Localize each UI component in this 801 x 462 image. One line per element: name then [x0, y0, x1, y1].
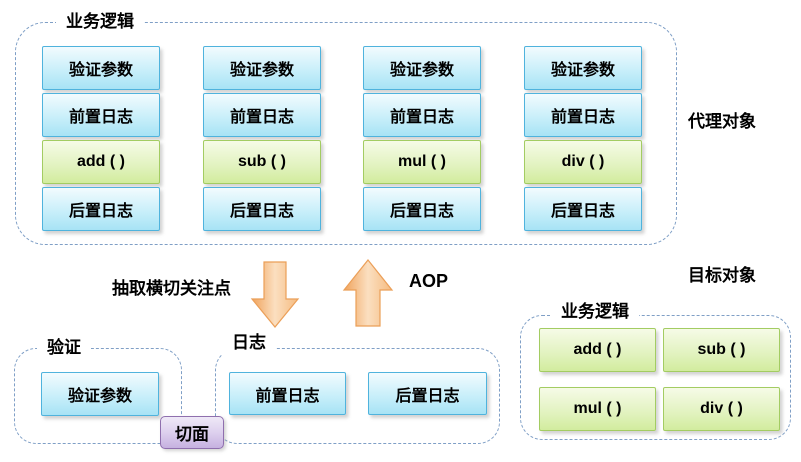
pre-log-box: 前置日志: [203, 93, 321, 137]
post-log-box: 后置日志: [524, 187, 642, 231]
method-mul-box: mul ( ): [539, 387, 656, 431]
proxy-container-label: 业务逻辑: [56, 10, 144, 34]
method-div-box: div ( ): [524, 140, 642, 184]
target-object-container: 业务逻辑 add ( ) sub ( ) mul ( ) div ( ): [520, 300, 791, 440]
logging-container-label: 日志: [222, 331, 276, 355]
proxy-side-label: 代理对象: [688, 112, 756, 131]
validate-params-box: 验证参数: [42, 46, 160, 90]
method-sub-box: sub ( ): [203, 140, 321, 184]
validation-container-label: 验证: [37, 336, 91, 360]
pre-log-box: 前置日志: [524, 93, 642, 137]
method-add-box: add ( ): [42, 140, 160, 184]
logging-container: 日志 前置日志 后置日志: [215, 331, 500, 444]
proxy-object-container: 业务逻辑 验证参数 前置日志 add ( ) 后置日志 验证参数 前置日志 su…: [15, 10, 677, 245]
proxy-column-mul: 验证参数 前置日志 mul ( ) 后置日志: [363, 46, 481, 231]
validate-params-box: 验证参数: [363, 46, 481, 90]
validate-params-box: 验证参数: [41, 372, 159, 416]
method-add-box: add ( ): [539, 328, 656, 372]
validate-params-box: 验证参数: [203, 46, 321, 90]
extract-crosscut-label: 抽取横切关注点: [112, 279, 231, 298]
post-log-box: 后置日志: [42, 187, 160, 231]
post-log-box: 后置日志: [363, 187, 481, 231]
aop-label: AOP: [409, 271, 449, 291]
validate-params-box: 验证参数: [524, 46, 642, 90]
aspect-badge: 切面: [160, 416, 224, 449]
proxy-column-sub: 验证参数 前置日志 sub ( ) 后置日志: [203, 46, 321, 231]
method-mul-box: mul ( ): [363, 140, 481, 184]
validation-container: 验证 验证参数: [14, 336, 182, 444]
target-side-label: 目标对象: [688, 266, 756, 285]
method-div-box: div ( ): [663, 387, 780, 431]
target-container-label: 业务逻辑: [551, 300, 639, 324]
pre-log-box: 前置日志: [229, 372, 346, 415]
pre-log-box: 前置日志: [42, 93, 160, 137]
post-log-box: 后置日志: [203, 187, 321, 231]
down-arrow-icon: [250, 261, 300, 328]
post-log-box: 后置日志: [368, 372, 487, 415]
up-arrow-icon: [342, 259, 394, 327]
method-sub-box: sub ( ): [663, 328, 780, 372]
proxy-column-add: 验证参数 前置日志 add ( ) 后置日志: [42, 46, 160, 231]
pre-log-box: 前置日志: [363, 93, 481, 137]
proxy-column-div: 验证参数 前置日志 div ( ) 后置日志: [524, 46, 642, 231]
